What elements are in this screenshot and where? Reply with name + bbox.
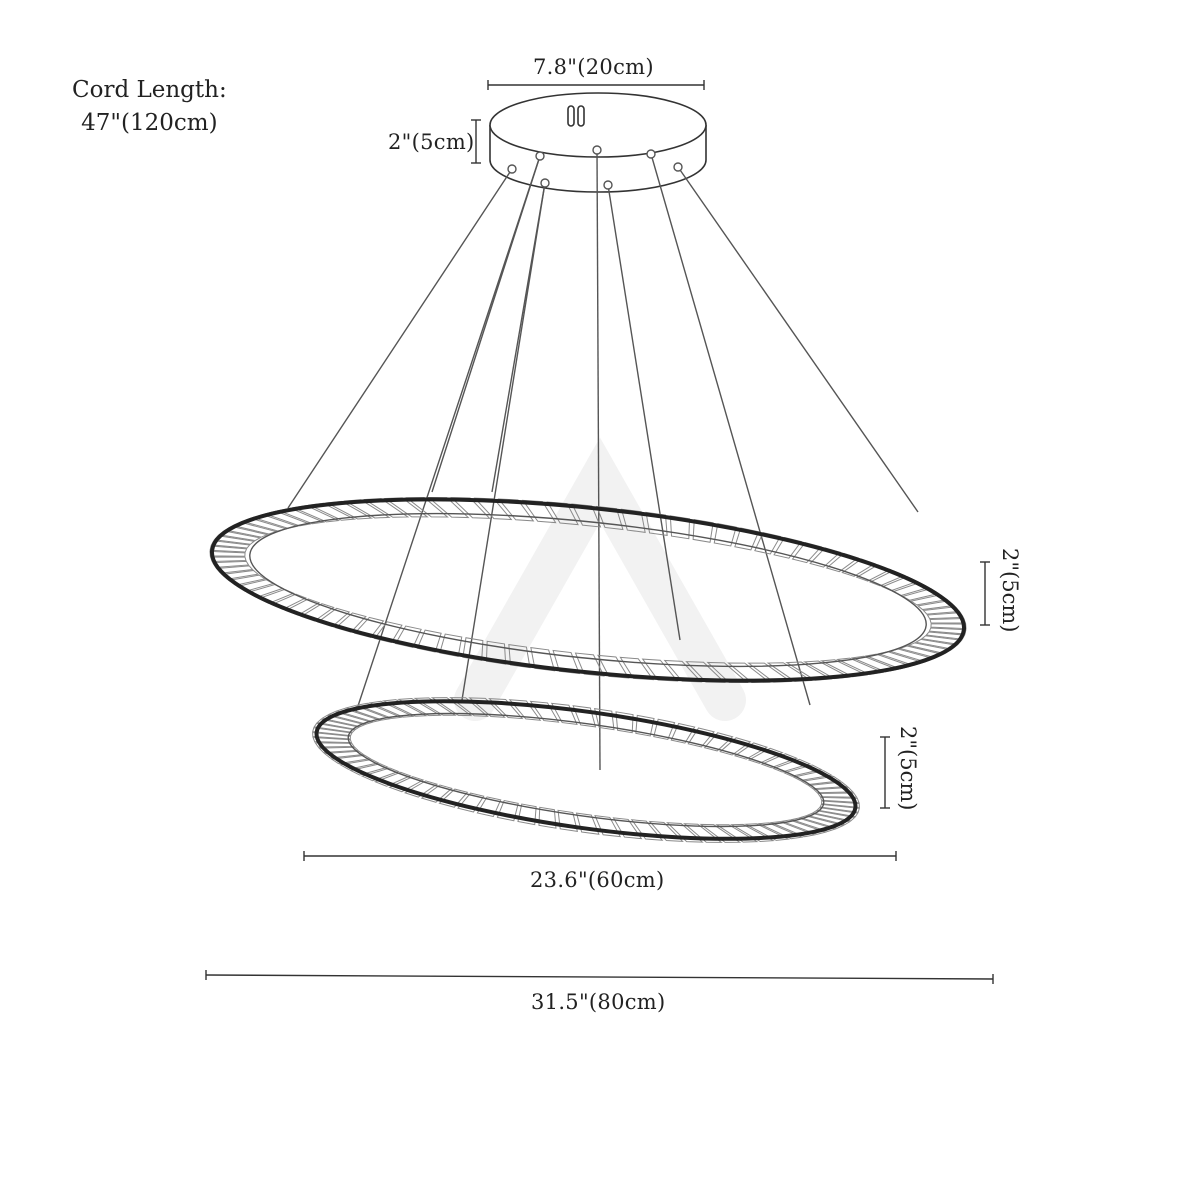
crystal-facet	[744, 823, 791, 841]
crystal-facet	[715, 824, 759, 843]
crystal-facet	[653, 718, 676, 741]
canopy-width-label: 7.8"(20cm)	[533, 55, 654, 79]
crystal-facet	[800, 775, 842, 786]
crystal-facet	[397, 698, 442, 717]
crystal-facet	[344, 705, 393, 721]
crystal-facet	[313, 722, 356, 733]
crystal-facet	[508, 699, 542, 721]
crystal-facet	[757, 822, 804, 840]
crystal-facet	[496, 799, 519, 822]
crystal-facet	[612, 817, 643, 840]
crystal-facet	[630, 819, 664, 841]
crystal-facet	[821, 800, 860, 808]
cord-length-note: Cord Length: 47"(120cm)	[72, 74, 227, 140]
crystal-facet	[330, 754, 372, 765]
crystal-facet	[782, 764, 823, 777]
crystal-facet	[769, 821, 817, 838]
crystal-facet	[476, 796, 502, 818]
dimension-lines	[205, 80, 994, 984]
crystal-facet	[817, 792, 858, 798]
watermark-logo	[454, 437, 746, 721]
crystal-facet	[317, 746, 360, 753]
crystal-facet	[819, 803, 860, 813]
cord-length-title: Cord Length:	[72, 77, 227, 103]
crystal-facet	[779, 819, 828, 835]
crystal-facet	[468, 697, 506, 718]
crystal-facet	[430, 697, 473, 717]
overall-width-label: 31.5"(80cm)	[531, 990, 666, 1014]
crystal-facet	[323, 750, 365, 759]
crystal-facet	[360, 767, 400, 782]
crystal-facet	[420, 784, 453, 803]
crystal-facet	[792, 770, 834, 782]
crystal-facet	[355, 702, 403, 719]
upper-ring-height-label: 2"(5cm)	[998, 548, 1022, 633]
crystal-facet	[789, 817, 837, 833]
crystal-facet	[320, 714, 367, 728]
lower-ring-height-label: 2"(5cm)	[896, 726, 920, 811]
crystal-facet	[666, 822, 704, 843]
ceiling-canopy	[489, 92, 707, 193]
crystal-facet	[760, 753, 799, 769]
crystal-facet	[733, 742, 769, 760]
lower-ring-width-label: 23.6"(60cm)	[530, 868, 665, 892]
crystal-facet	[807, 781, 849, 790]
upper-crystal-ring	[209, 497, 967, 683]
crystal-facet	[730, 823, 775, 842]
canopy-height-label: 2"(5cm)	[388, 130, 475, 154]
crystal-facet	[594, 815, 622, 838]
crystal-facet	[550, 702, 578, 725]
crystal-facet	[403, 780, 439, 798]
crystal-facet	[615, 711, 634, 734]
cord-length-value: 47"(120cm)	[81, 110, 218, 136]
crystal-facet	[703, 732, 734, 752]
crystal-facet	[349, 763, 390, 776]
crystal-facet	[381, 699, 428, 717]
crystal-facet	[812, 787, 855, 794]
crystal-facet	[517, 803, 537, 826]
crystal-facet	[373, 771, 412, 787]
crystal-facet	[635, 714, 655, 737]
crystal-facet	[314, 742, 355, 748]
crystal-facet	[719, 737, 752, 756]
crystal-facet	[687, 727, 715, 748]
crystal-facet	[557, 809, 579, 832]
crystal-facet	[312, 732, 351, 740]
crystal-facet	[312, 736, 353, 744]
crystal-facet	[575, 812, 600, 835]
lower-crystal-ring	[312, 697, 860, 843]
crystal-facet	[648, 820, 684, 842]
crystal-facet	[798, 815, 845, 829]
crystal-facet	[312, 727, 353, 737]
crystal-facet	[449, 697, 489, 717]
crystal-facet	[338, 758, 380, 770]
crystal-facet	[529, 700, 560, 723]
crystal-facet	[368, 700, 415, 718]
crystal-facet	[572, 705, 597, 728]
crystal-facet	[747, 747, 784, 764]
crystal-facet	[683, 823, 723, 843]
crystal-facet	[316, 718, 361, 730]
crystal-facet	[593, 708, 615, 731]
crystal-facet	[772, 758, 812, 773]
crystal-facet	[819, 796, 860, 804]
crystal-facet	[699, 823, 742, 843]
crystal-facet	[805, 812, 852, 826]
crystal-facet	[438, 788, 469, 808]
crystal-facet	[488, 698, 524, 720]
crystal-facet	[388, 776, 425, 793]
crystal-facet	[457, 792, 485, 813]
crystal-facet	[670, 722, 696, 744]
crystal-facet	[413, 697, 457, 716]
crystal-facet	[811, 810, 856, 822]
crystal-facet	[816, 807, 859, 818]
crystal-facet	[335, 707, 383, 723]
crystal-facet	[538, 806, 557, 829]
crystal-facet	[327, 711, 374, 725]
